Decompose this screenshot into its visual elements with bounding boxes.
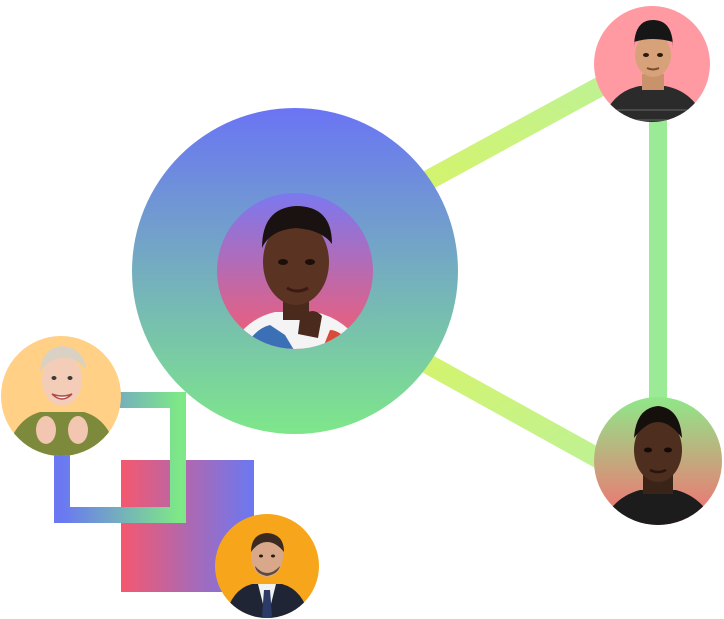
man-suit-avatar-icon [215,514,319,618]
man-turtleneck-avatar-icon [594,397,722,525]
man-beanie-avatar-icon [594,6,710,122]
woman-avatar-icon [217,193,373,349]
woman-smiling-avatar-icon [1,336,121,456]
